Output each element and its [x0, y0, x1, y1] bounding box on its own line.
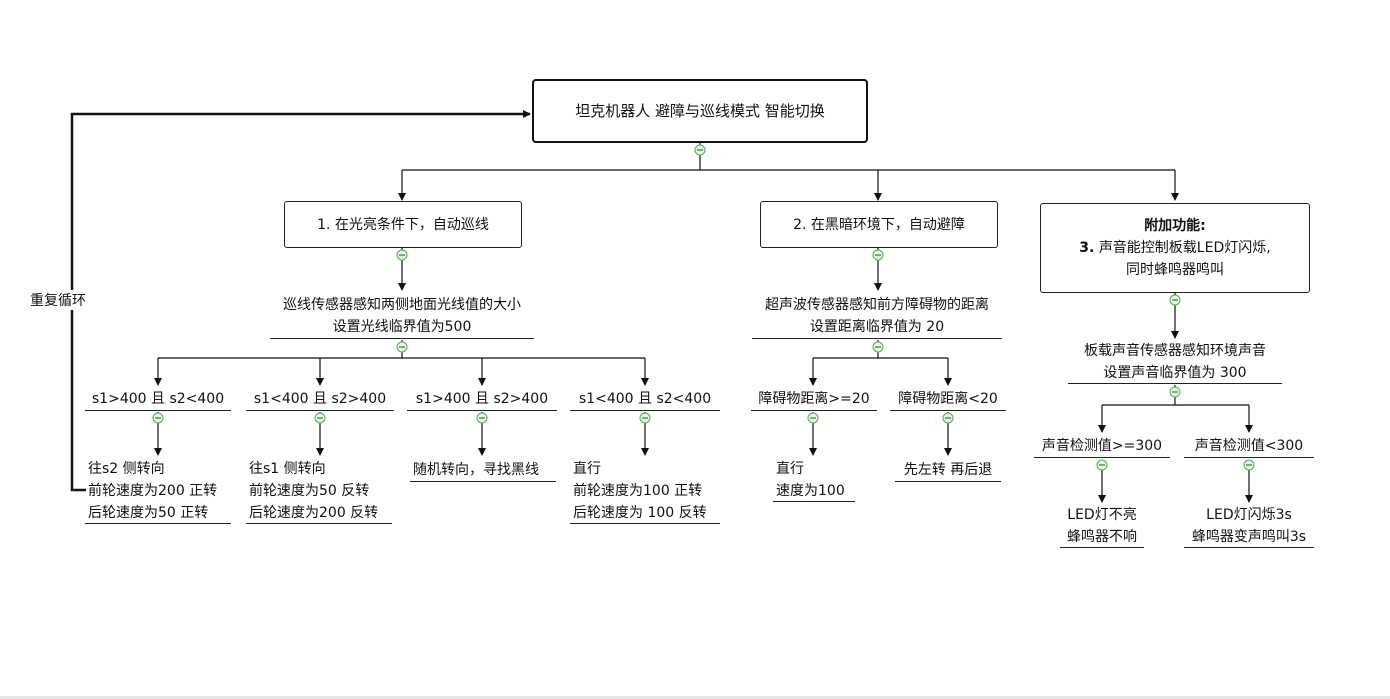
branch1-sensor-line1: 巡线传感器感知两侧地面光线值的大小: [283, 296, 521, 313]
collapse-toggle-b3-sensor[interactable]: [1169, 386, 1181, 398]
b1-action2-node[interactable]: 往s1 侧转向 前轮速度为50 反转 后轮速度为200 反转: [246, 458, 392, 524]
b1-case4-node[interactable]: s1<400 且 s2<400: [570, 387, 720, 411]
branch3-sensor-line2: 设置声音临界值为 300: [1103, 364, 1247, 381]
collapse-toggle-root[interactable]: [694, 144, 706, 156]
collapse-toggle-b1-case4[interactable]: [639, 412, 651, 424]
branch3-title-line2-wrap: 3. 声音能控制板载LED灯闪烁,: [1079, 237, 1270, 259]
collapse-toggle-b1-sensor[interactable]: [396, 341, 408, 353]
collapse-toggle-b1-case3[interactable]: [476, 412, 488, 424]
b1-action3-line1: 随机转向，寻找黑线: [413, 461, 539, 478]
b2-action1-node[interactable]: 直行 速度为100: [773, 458, 855, 502]
collapse-toggles: [152, 144, 1255, 471]
root-label: 坦克机器人 避障与巡线模式 智能切换: [575, 102, 825, 120]
b3-action2-line1: LED灯闪烁3s: [1206, 506, 1292, 523]
b1-action2-line3: 后轮速度为200 反转: [249, 504, 379, 521]
collapse-toggle-b3-case1[interactable]: [1096, 459, 1108, 471]
branch1-sensor-line2: 设置光线临界值为500: [332, 318, 472, 335]
collapse-toggle-b2-case1[interactable]: [807, 412, 819, 424]
collapse-toggle-branch3[interactable]: [1169, 294, 1181, 306]
branch2-sensor-node[interactable]: 超声波传感器感知前方障碍物的距离 设置距离临界值为 20: [752, 293, 1002, 339]
horizontal-scrollbar[interactable]: [0, 696, 1390, 699]
collapse-toggle-b1-case2[interactable]: [314, 412, 326, 424]
branch2-title: 2. 在黑暗环境下，自动避障: [793, 216, 965, 233]
b1-action1-line2: 前轮速度为200 正转: [88, 482, 218, 499]
branch3-title-line2: 声音能控制板载LED灯闪烁,: [1098, 240, 1271, 256]
b1-action2-line2: 前轮速度为50 反转: [249, 482, 370, 499]
b3-action1-node[interactable]: LED灯不亮 蜂鸣器不响: [1060, 504, 1144, 548]
collapse-toggle-b2-case2[interactable]: [942, 412, 954, 424]
b1-action4-line1: 直行: [573, 460, 601, 477]
b1-action1-node[interactable]: 往s2 侧转向 前轮速度为200 正转 后轮速度为50 正转: [85, 458, 231, 524]
branch2-sensor-line2: 设置距离临界值为 20: [809, 318, 945, 335]
branch1-title: 1. 在光亮条件下，自动巡线: [317, 216, 489, 233]
branch3-sensor-node[interactable]: 板载声音传感器感知环境声音 设置声音临界值为 300: [1068, 340, 1282, 384]
branch3-title-line3: 同时蜂鸣器鸣叫: [1126, 262, 1224, 278]
b1-action3-node[interactable]: 随机转向，寻找黑线: [410, 458, 556, 482]
b1-case3-cond: s1>400 且 s2>400: [415, 390, 549, 407]
branch3-sensor-line1: 板载声音传感器感知环境声音: [1084, 342, 1266, 359]
b3-case1-cond: 声音检测值>=300: [1041, 437, 1163, 454]
branch2-sensor-line1: 超声波传感器感知前方障碍物的距离: [765, 296, 989, 313]
b3-case1-node[interactable]: 声音检测值>=300: [1034, 434, 1170, 458]
b3-action2-line2: 蜂鸣器变声鸣叫3s: [1191, 528, 1307, 545]
b2-case1-cond: 障碍物距离>=20: [758, 390, 870, 407]
b2-action1-line1: 直行: [776, 460, 804, 477]
b1-case1-node[interactable]: s1>400 且 s2<400: [85, 387, 231, 411]
branch3-title-line1: 附加功能:: [1144, 218, 1206, 234]
b3-case2-node[interactable]: 声音检测值<300: [1184, 434, 1314, 458]
b2-action2-node[interactable]: 先左转 再后退: [895, 458, 1001, 482]
b1-case1-cond: s1>400 且 s2<400: [91, 390, 225, 407]
b1-action1-line3: 后轮速度为50 正转: [88, 504, 209, 521]
branch1-sensor-node[interactable]: 巡线传感器感知两侧地面光线值的大小 设置光线临界值为500: [270, 293, 534, 339]
branch3-node[interactable]: 附加功能: 3. 声音能控制板载LED灯闪烁, 同时蜂鸣器鸣叫: [1040, 203, 1310, 293]
b3-action1-line2: 蜂鸣器不响: [1067, 528, 1137, 545]
b1-case3-node[interactable]: s1>400 且 s2>400: [407, 387, 557, 411]
collapse-toggle-branch2[interactable]: [872, 249, 884, 261]
b1-action1-line1: 往s2 侧转向: [88, 460, 165, 477]
b1-case2-cond: s1<400 且 s2>400: [253, 390, 387, 407]
b3-case2-cond: 声音检测值<300: [1194, 437, 1304, 454]
branch1-node[interactable]: 1. 在光亮条件下，自动巡线: [284, 201, 522, 248]
branch3-number: 3.: [1079, 240, 1095, 256]
b2-case2-node[interactable]: 障碍物距离<20: [890, 387, 1006, 411]
branch2-node[interactable]: 2. 在黑暗环境下，自动避障: [760, 201, 998, 248]
collapse-toggle-b3-case2[interactable]: [1243, 459, 1255, 471]
root-node[interactable]: 坦克机器人 避障与巡线模式 智能切换: [532, 79, 868, 143]
collapse-toggle-b1-case1[interactable]: [152, 412, 164, 424]
loop-label: 重复循环: [28, 290, 88, 310]
b1-action4-node[interactable]: 直行 前轮速度为100 正转 后轮速度为 100 反转: [570, 458, 720, 524]
b2-case1-node[interactable]: 障碍物距离>=20: [751, 387, 877, 411]
b2-case2-cond: 障碍物距离<20: [898, 390, 998, 407]
b1-action2-line1: 往s1 侧转向: [249, 460, 326, 477]
b3-action2-node[interactable]: LED灯闪烁3s 蜂鸣器变声鸣叫3s: [1184, 504, 1314, 548]
collapse-toggle-b2-sensor[interactable]: [872, 341, 884, 353]
b2-action1-line2: 速度为100: [776, 482, 845, 499]
b3-action1-line1: LED灯不亮: [1067, 506, 1137, 523]
collapse-toggle-branch1[interactable]: [396, 249, 408, 261]
b1-action4-line2: 前轮速度为100 正转: [573, 482, 703, 499]
b1-case4-cond: s1<400 且 s2<400: [578, 390, 712, 407]
b1-action4-line3: 后轮速度为 100 反转: [573, 504, 707, 521]
b1-case2-node[interactable]: s1<400 且 s2>400: [246, 387, 394, 411]
b2-action2-line1: 先左转 再后退: [903, 461, 993, 478]
